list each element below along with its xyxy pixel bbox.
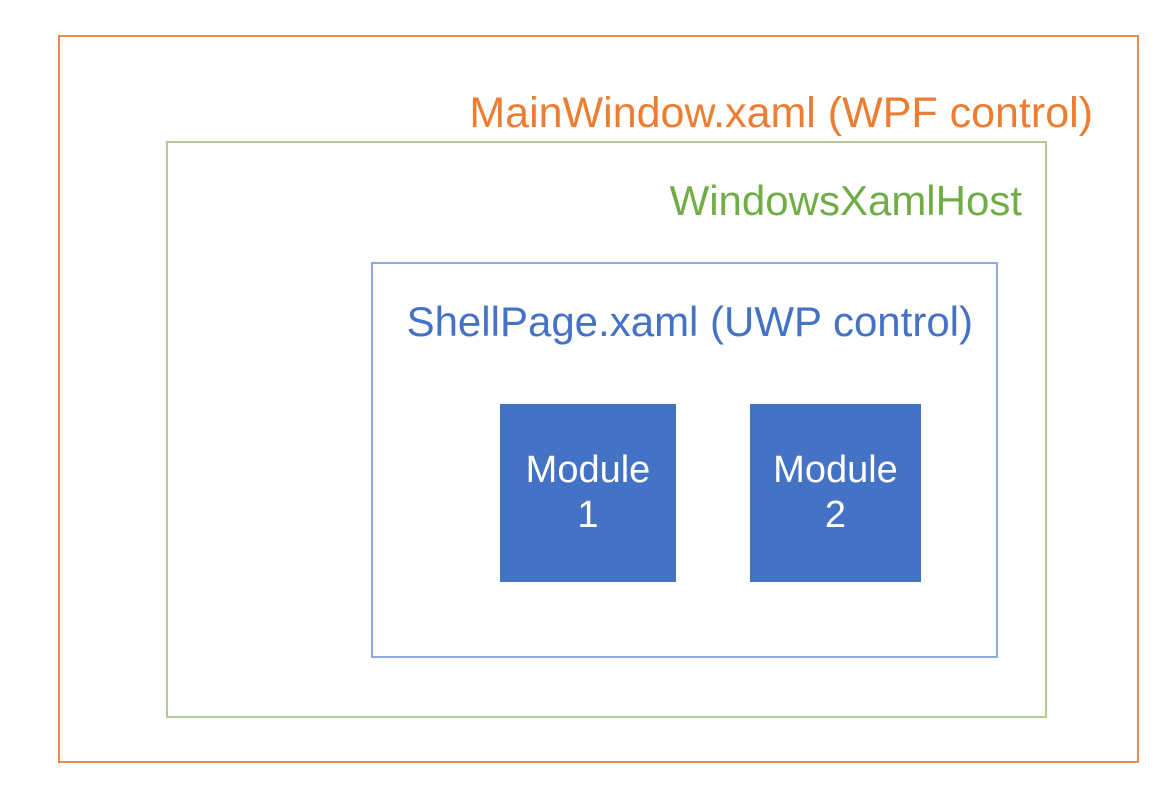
module-group: Module 1 Module 2	[373, 264, 996, 656]
layer-shellpage-xaml-label: ShellPage.xaml (UWP control)	[406, 298, 973, 345]
layer-windowsxamlhost-label: WindowsXamlHost	[669, 177, 1022, 224]
layer-windowsxamlhost: WindowsXamlHost ShellPage.xaml (UWP cont…	[166, 141, 1047, 718]
module-box-1-label-line-1: Module	[525, 449, 651, 492]
module-box-1-label-line-2: 1	[577, 494, 599, 536]
layer-mainwindow-xaml: MainWindow.xaml (WPF control) WindowsXam…	[58, 35, 1139, 763]
module-box-2-label-line-1: Module	[773, 449, 898, 492]
module-box-2: Module 2	[750, 404, 921, 582]
module-box-1: Module 1	[500, 404, 676, 582]
layer-shellpage-xaml: ShellPage.xaml (UWP control) Module 1 Mo…	[371, 262, 998, 658]
layer-mainwindow-xaml-label: MainWindow.xaml (WPF control)	[469, 89, 1093, 137]
module-box-2-label-line-2: 2	[824, 494, 847, 536]
